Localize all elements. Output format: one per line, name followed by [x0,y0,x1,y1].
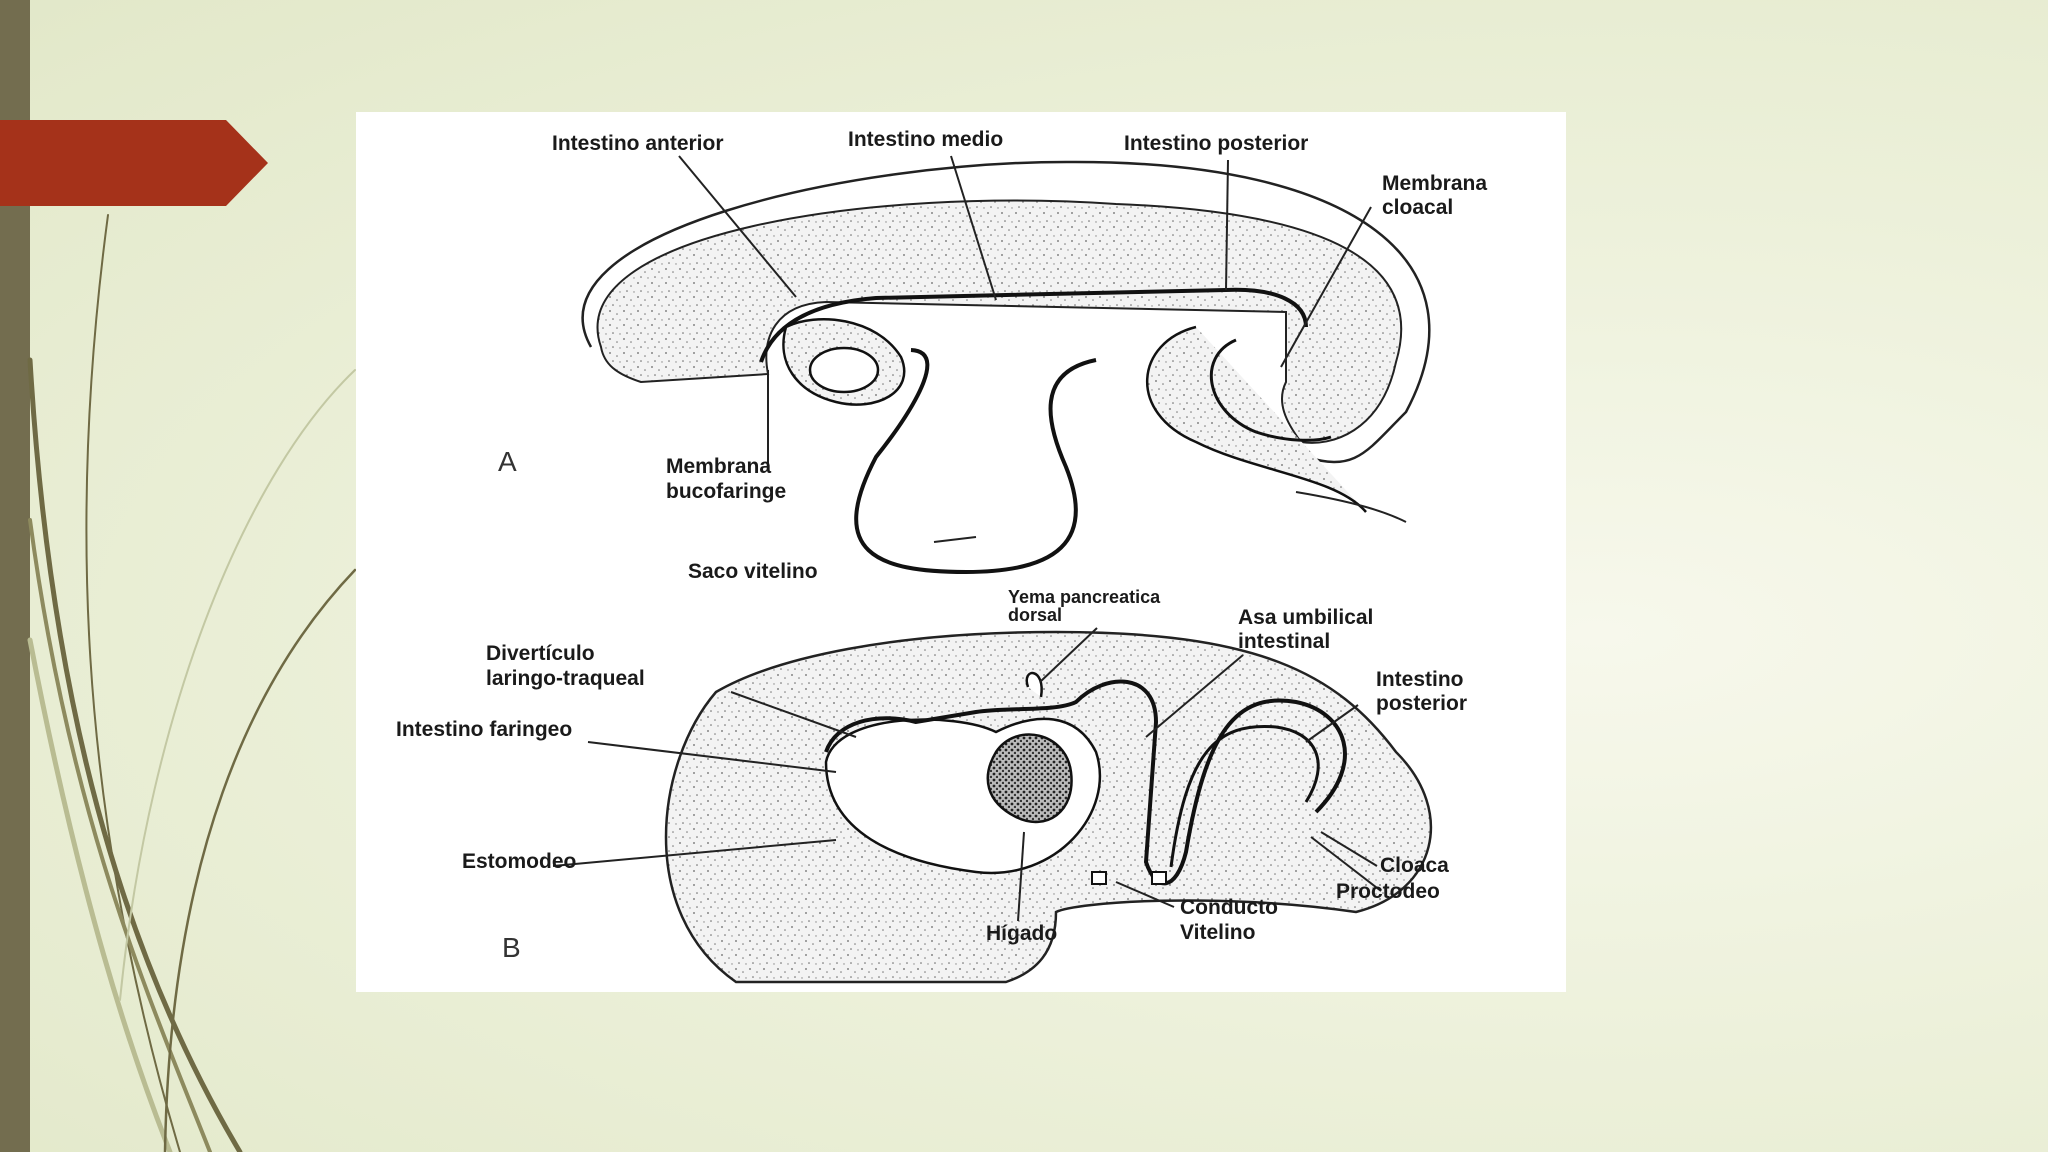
label-cloaca: Cloaca [1380,854,1449,878]
red-accent-tab [0,120,270,206]
embryo-gut-diagram: Intestino anterior Intestino medio Intes… [356,112,1566,992]
label-yema-pancreatica-line1: Yema pancreatica [1008,588,1160,606]
label-intestino-posterior-b-line2: posterior [1376,692,1467,716]
label-estomodeo: Estomodeo [462,850,576,874]
label-membrana-cloacal-line1: Membrana [1382,172,1487,196]
panel-letter-a: A [498,450,517,474]
label-conducto-vitelino-line2: Vitelino [1180,921,1255,945]
label-asa-umbilical-line2: intestinal [1238,630,1330,654]
label-asa-umbilical-line1: Asa umbilical [1238,606,1373,630]
label-membrana-bucofaringe-line2: bucofaringe [666,480,786,504]
label-intestino-posterior-a: Intestino posterior [1124,132,1308,156]
label-diverticulo-line2: laringo-traqueal [486,667,645,691]
label-yema-pancreatica-line2: dorsal [1008,606,1062,624]
label-saco-vitelino: Saco vitelino [688,560,818,584]
label-intestino-faringeo: Intestino faringeo [396,718,572,742]
label-proctodeo: Proctodeo [1336,880,1440,904]
label-membrana-bucofaringe-line1: Membrana [666,455,771,479]
panel-letter-b: B [502,936,521,960]
label-intestino-anterior: Intestino anterior [552,132,724,156]
label-intestino-posterior-b-line1: Intestino [1376,668,1464,692]
label-conducto-vitelino-line1: Conducto [1180,896,1278,920]
label-higado: Hígado [986,922,1057,946]
label-membrana-cloacal-line2: cloacal [1382,196,1453,220]
panel-a-drawing [583,156,1430,572]
label-diverticulo-line1: Divertículo [486,642,595,666]
label-intestino-medio: Intestino medio [848,128,1003,152]
